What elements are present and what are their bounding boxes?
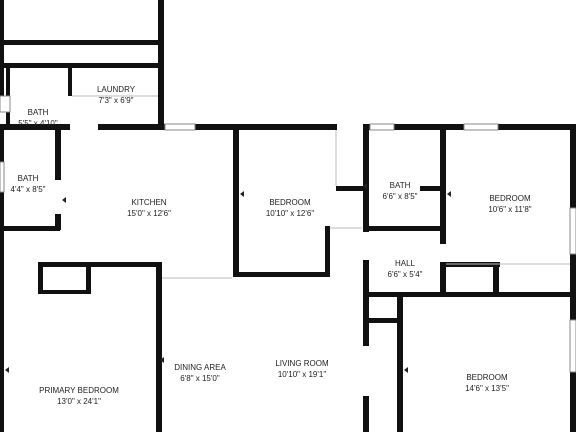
- wall-segment: [0, 0, 4, 100]
- wall-segment: [493, 292, 576, 297]
- wall-segment: [156, 262, 162, 432]
- window: [0, 161, 5, 193]
- room-name: LAUNDRY: [96, 85, 136, 94]
- wall-segment: [570, 124, 576, 432]
- doorway: [337, 124, 363, 130]
- room-name: BATH: [389, 181, 411, 190]
- room-label-dining: DINING AREA 6'8" x 15'0": [174, 362, 226, 384]
- wall-segment: [363, 292, 576, 297]
- room-name: KITCHEN: [131, 198, 167, 207]
- windows: [0, 95, 576, 373]
- room-dimensions: 5'5" x 4'10": [18, 119, 58, 128]
- wall-segment: [397, 292, 403, 432]
- wall-segment: [86, 262, 91, 294]
- room-dimensions: 13'0" x 24'1": [57, 397, 101, 406]
- wall-segment: [420, 186, 446, 191]
- marker: [5, 367, 9, 373]
- marker: [62, 197, 66, 203]
- room-dimensions: 14'6" x 13'5": [465, 384, 509, 393]
- dimension-lines: [72, 95, 570, 279]
- wall-segment: [55, 124, 61, 230]
- room-name: BEDROOM: [269, 198, 311, 207]
- window: [0, 95, 11, 113]
- room-name: PRIMARY BEDROOM: [39, 386, 119, 395]
- room-dimensions: 10'10" x 19'1": [277, 370, 327, 379]
- room-name: DINING AREA: [174, 363, 226, 372]
- marker: [363, 183, 367, 189]
- doorway: [363, 232, 369, 260]
- wall-segment: [363, 124, 369, 432]
- window: [569, 207, 576, 255]
- marker: [447, 191, 451, 197]
- doorways: [55, 124, 369, 396]
- wall-segment: [336, 186, 368, 191]
- window: [569, 319, 576, 373]
- marker: [404, 367, 408, 373]
- wall-segment: [0, 40, 164, 45]
- wall-segment: [440, 262, 446, 297]
- room-label-living: LIVING ROOM 10'10" x 19'1": [275, 358, 328, 380]
- window: [369, 123, 395, 131]
- corner-markers: [5, 183, 451, 373]
- room-dimensions: 6'6" x 5'4": [387, 270, 423, 279]
- marker: [240, 191, 244, 197]
- room-dimensions: 4'4" x 8'5": [10, 185, 46, 194]
- wall-segment: [0, 124, 4, 432]
- wall-segment: [158, 0, 164, 44]
- room-label-bedroom-right: BEDROOM 10'6" x 11'8": [488, 193, 531, 215]
- room-name: BATH: [27, 108, 49, 117]
- doorway: [363, 346, 369, 396]
- room-name: BEDROOM: [466, 373, 508, 382]
- wall-segment: [0, 226, 60, 231]
- wall-segment: [233, 124, 239, 276]
- room-dimensions: 6'8" x 15'0": [180, 374, 220, 383]
- room-dimensions: 7'3" x 6'9": [98, 96, 134, 105]
- wall-segment: [363, 318, 401, 323]
- wall-segment: [38, 290, 91, 294]
- room-name: LIVING ROOM: [275, 359, 329, 368]
- room-dimensions: 15'0" x 12'6": [127, 209, 171, 218]
- room-label-bath-center: BATH 6'6" x 8'5": [383, 180, 418, 202]
- wall-segment: [440, 124, 446, 244]
- room-name: HALL: [394, 259, 416, 268]
- room-label-bath-left: BATH 4'4" x 8'5": [11, 173, 46, 195]
- wall-segment: [0, 63, 160, 68]
- wall-segment: [0, 124, 576, 130]
- wall-segment: [158, 44, 164, 128]
- room-dimensions: 6'6" x 8'5": [382, 192, 418, 201]
- wall-segment: [363, 226, 446, 231]
- room-name: BATH: [17, 174, 39, 183]
- room-name: BEDROOM: [489, 194, 531, 203]
- room-label-hall: HALL 6'6" x 5'4": [388, 258, 423, 280]
- window: [164, 123, 196, 131]
- wall-segment: [233, 272, 329, 277]
- room-label-bath-upper: BATH 5'5" x 4'10": [18, 107, 57, 129]
- wall-segment: [38, 262, 162, 267]
- wall-segment: [325, 226, 330, 277]
- room-dimensions: 10'6" x 11'8": [488, 205, 532, 214]
- room-label-bedroom-center: BEDROOM 10'10" x 12'6": [266, 197, 314, 219]
- room-label-laundry: LAUNDRY 7'3" x 6'9": [97, 84, 135, 106]
- room-label-bedroom-lower: BEDROOM 14'6" x 13'5": [465, 372, 509, 394]
- doorway: [70, 124, 98, 130]
- doorway: [55, 180, 61, 214]
- wall-segment: [38, 262, 43, 294]
- window: [463, 123, 499, 131]
- room-label-kitchen: KITCHEN 15'0" x 12'6": [127, 197, 171, 219]
- wall-segment: [68, 66, 72, 96]
- marker: [160, 357, 164, 363]
- wall-segment: [493, 262, 499, 297]
- room-label-primary-bedroom: PRIMARY BEDROOM 13'0" x 24'1": [39, 385, 119, 407]
- room-dimensions: 10'10" x 12'6": [265, 209, 315, 218]
